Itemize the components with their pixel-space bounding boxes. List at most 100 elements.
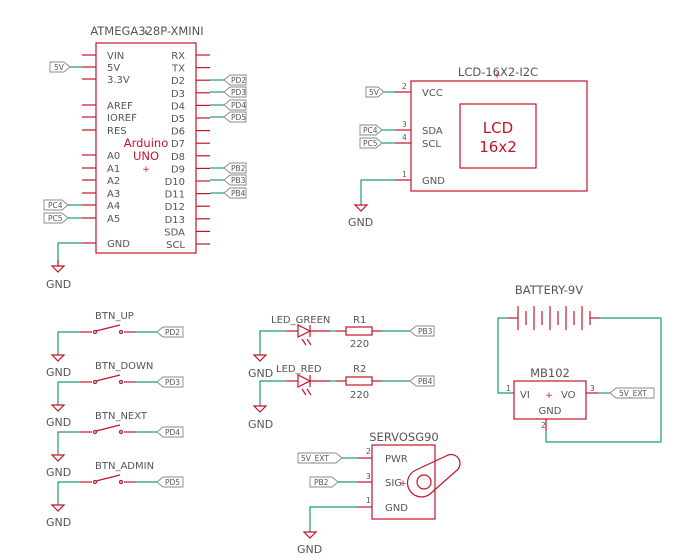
tag-pd4-button[interactable] xyxy=(156,426,184,438)
led-red-circuit[interactable]: LED_RED R2 220 PB4 GND xyxy=(248,364,435,431)
arduino-pd5-net[interactable]: PD5 xyxy=(210,111,247,123)
arduino-gnd-net[interactable]: GND xyxy=(46,242,82,291)
arduino-pin-sda: SDA xyxy=(164,227,185,238)
tag-pd2-button-text: PD2 xyxy=(165,328,180,337)
ground-symbol-btn-up xyxy=(50,354,66,362)
led-red-label: LED_RED xyxy=(276,364,322,375)
arduino-pin-d6: D6 xyxy=(171,127,185,138)
arduino-pin-d9: D9 xyxy=(171,164,185,175)
button-btn-admin[interactable]: BTN_ADMIN PD5 GND xyxy=(46,461,184,529)
tag-pc4-lcd[interactable] xyxy=(359,124,383,136)
servo-pwr-net[interactable]: 5V_EXT xyxy=(297,452,358,464)
led-green-emission xyxy=(301,338,307,346)
tag-pb4-led-text: PB4 xyxy=(418,377,433,386)
tag-pd3-arduino[interactable] xyxy=(223,86,247,98)
button-btn-up-label: BTN_UP xyxy=(95,311,134,322)
lcd-5v-net[interactable]: 5V xyxy=(365,86,395,98)
gnd-label-btn-up: GND xyxy=(46,366,71,379)
tag-pd2-button[interactable] xyxy=(156,326,184,338)
tag-5v-lcd[interactable] xyxy=(365,86,385,98)
lcd-gnd-net[interactable]: GND xyxy=(348,179,395,229)
tag-pd3-button[interactable] xyxy=(156,376,184,388)
arduino-pd3-net[interactable]: PD3 xyxy=(210,86,247,98)
arduino-pin-3-3v: 3.3V xyxy=(107,75,130,86)
arduino-pb4-net[interactable]: PB4 xyxy=(210,187,247,199)
wire-battery-to-gnd xyxy=(545,317,662,443)
battery-label: BATTERY-9V xyxy=(515,283,583,297)
regulator-body[interactable] xyxy=(513,380,587,420)
arduino-pin-d11: D11 xyxy=(165,190,185,201)
tag-pc4-arduino[interactable] xyxy=(43,199,69,211)
regulator-vo-label: VO xyxy=(561,390,576,401)
resistor-r1-value: 220 xyxy=(350,339,369,350)
tag-pd2-arduino[interactable] xyxy=(223,74,247,86)
arduino-pin-d2: D2 xyxy=(171,76,185,87)
servo-pin-pwr-label: PWR xyxy=(385,454,408,465)
tag-5v-ext-servo[interactable] xyxy=(297,452,343,464)
tag-pd5-arduino-text: PD5 xyxy=(231,113,246,122)
button-btn-next[interactable]: BTN_NEXT PD4 GND xyxy=(46,411,184,479)
button-btn-up[interactable]: BTN_UP PD2 GND xyxy=(46,311,184,379)
arduino-pin-a2: A2 xyxy=(107,176,120,187)
lcd-screen xyxy=(459,103,537,169)
tag-pc4-arduino-text: PC4 xyxy=(48,201,63,210)
arduino-center-line-1: Arduino xyxy=(124,136,169,150)
resistor-r2-label: R2 xyxy=(353,364,366,375)
tag-pc4-lcd-text: PC4 xyxy=(363,126,378,135)
arduino-origin-cross: + xyxy=(142,165,150,175)
lcd-pc5-net[interactable]: PC5 xyxy=(359,137,395,149)
led-red-emission xyxy=(301,388,307,396)
tag-5v-arduino[interactable] xyxy=(49,61,71,73)
arduino-component[interactable]: ATMEGA328P-XMINI Arduino UNO + VIN5V3.3V… xyxy=(82,24,210,254)
gnd-label-btn-next: GND xyxy=(46,466,71,479)
button-btn-down[interactable]: BTN_DOWN PD3 GND xyxy=(46,361,184,429)
lcd-body[interactable] xyxy=(410,80,588,192)
arduino-5v-net[interactable]: 5V xyxy=(49,61,82,73)
arduino-pd2-net[interactable]: PD2 xyxy=(210,74,247,86)
lcd-pc4-net[interactable]: PC4 xyxy=(359,124,395,136)
battery-component[interactable]: BATTERY-9V xyxy=(508,283,600,330)
servo-sig-net[interactable]: PB2 xyxy=(309,476,358,488)
tag-pd4-arduino[interactable] xyxy=(223,99,247,111)
regulator-component[interactable]: MB102 VI VO GND 1 3 2 + xyxy=(506,366,598,431)
arduino-pin-ioref: IOREF xyxy=(107,113,137,124)
gnd-label-led-red: GND xyxy=(248,418,273,431)
tag-pb2-servo-text: PB2 xyxy=(314,478,329,487)
arduino-pb2-net[interactable]: PB2 xyxy=(210,162,247,174)
gnd-label-btn-admin: GND xyxy=(46,516,71,529)
arduino-pb3-net[interactable]: PB3 xyxy=(210,174,247,186)
arduino-center-line-2: UNO xyxy=(133,149,159,163)
regulator-vi-label: VI xyxy=(520,390,530,401)
led-green-circuit[interactable]: LED_GREEN R1 220 PB3 GND xyxy=(248,315,435,380)
tag-pb4-arduino[interactable] xyxy=(223,187,247,199)
arduino-pc5-net[interactable]: PC5 xyxy=(43,212,82,224)
arduino-pin-a4: A4 xyxy=(107,201,120,212)
tag-pc5-lcd-text: PC5 xyxy=(363,139,378,148)
tag-pb4-led[interactable] xyxy=(409,375,435,387)
tag-pb2-arduino[interactable] xyxy=(223,162,247,174)
tag-pb3-arduino[interactable] xyxy=(223,174,247,186)
ground-symbol-arduino xyxy=(50,265,66,273)
tag-pc5-arduino[interactable] xyxy=(43,212,69,224)
led-green-diode xyxy=(297,324,312,338)
regulator-5v-ext-net[interactable]: 5V_EXT xyxy=(598,387,655,399)
tag-pb3-led-text: PB3 xyxy=(418,327,433,336)
lcd-pin-vcc: VCC xyxy=(422,88,443,99)
arduino-pd4-net[interactable]: PD4 xyxy=(210,99,247,111)
tag-pd5-button[interactable] xyxy=(156,476,184,488)
arduino-pin-d10: D10 xyxy=(165,177,185,188)
tag-pb2-servo[interactable] xyxy=(309,476,339,488)
tag-pb3-led[interactable] xyxy=(409,325,435,337)
arduino-body[interactable] xyxy=(95,42,197,254)
tag-5v-ext-regulator-text: 5V_EXT xyxy=(619,389,647,398)
servo-gnd-net[interactable]: GND xyxy=(297,506,358,556)
svg-text:+: + xyxy=(493,71,501,81)
tag-pd5-arduino[interactable] xyxy=(223,111,247,123)
servo-component[interactable]: SERVOSG90 PWR SIG GND 2 3 1 + xyxy=(358,430,461,520)
arduino-pc4-net[interactable]: PC4 xyxy=(43,199,82,211)
tag-5v-ext-regulator[interactable] xyxy=(609,387,655,399)
tag-pc5-lcd[interactable] xyxy=(359,137,383,149)
